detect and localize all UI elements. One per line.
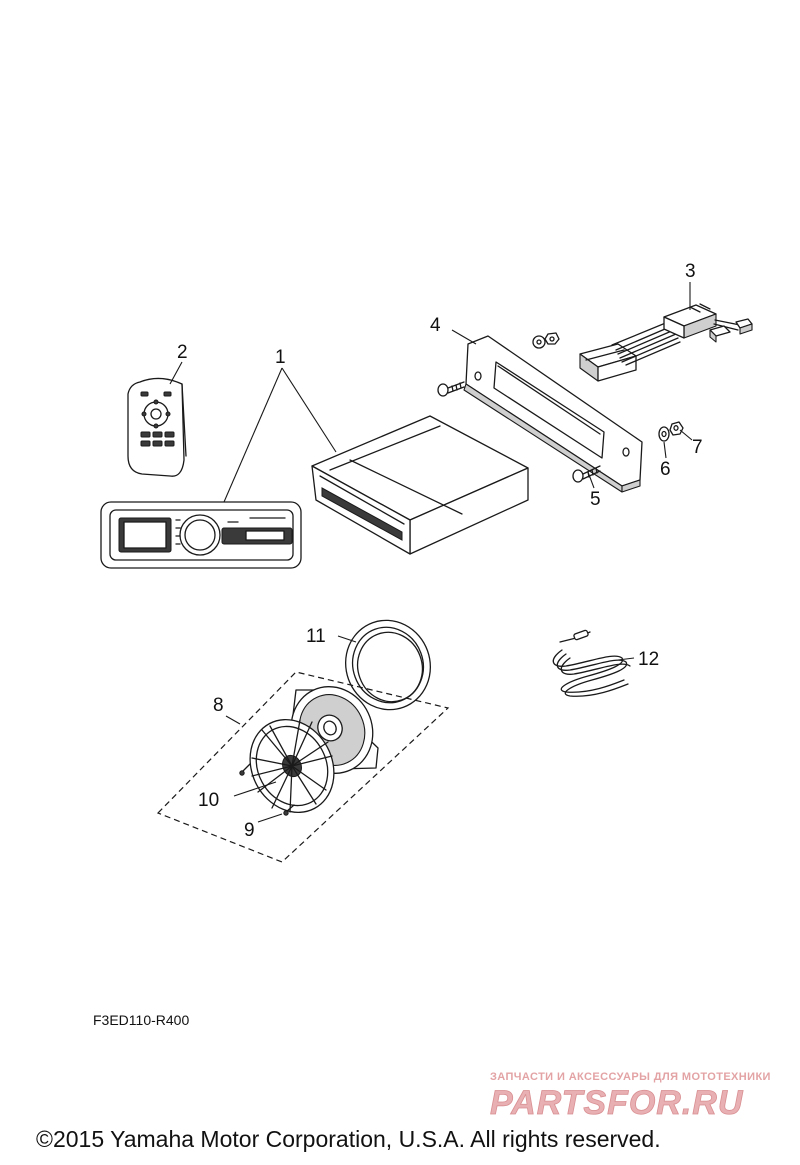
callout-4: 4 [430,315,441,336]
stereo-faceplate-part-1 [100,501,302,569]
callout-12: 12 [638,649,659,670]
stereo-housing-part-1 [311,415,529,555]
callout-11: 11 [306,626,326,647]
callout-10: 10 [198,790,219,811]
callout-numbers: 1 2 3 4 5 6 7 8 9 10 11 12 [177,261,703,841]
washer-nut-upper [532,332,560,349]
callout-2: 2 [177,342,188,363]
watermark-tagline: ЗАПЧАСТИ И АКСЕССУАРЫ ДЛЯ МОТОТЕХНИКИ [490,1071,771,1083]
callout-7: 7 [692,437,703,458]
mounting-plate-part-4 [463,335,643,493]
copyright-notice: ©2015 Yamaha Motor Corporation, U.S.A. A… [36,1126,661,1152]
wiring-harness-part-3 [579,303,753,382]
diagram-part-code: F3ED110-R400 [93,1012,190,1028]
callout-8: 8 [213,695,224,716]
leader-lines [169,282,693,823]
extension-cable-part-12 [552,629,631,697]
watermark-logo-text: PARTSFOR.RU [490,1084,744,1122]
screw-part-9-lower [283,804,295,816]
screw-part-9-upper [239,763,251,776]
callout-6: 6 [660,459,671,480]
callout-5: 5 [590,489,601,510]
washer-part-6 [658,426,670,442]
callout-9: 9 [244,820,255,841]
speaker-kit-boundary-part-8 [156,671,450,863]
watermark-logo: PARTSFOR.RU [490,1084,744,1122]
speaker-grille-part-10 [249,718,335,814]
screw-left [437,381,465,397]
speaker-gasket-part-11 [344,619,432,711]
nut-part-7 [669,421,684,436]
callout-1: 1 [275,347,286,368]
callout-3: 3 [685,261,696,282]
screw-part-5 [572,465,601,483]
remote-control-part-2 [127,377,187,477]
